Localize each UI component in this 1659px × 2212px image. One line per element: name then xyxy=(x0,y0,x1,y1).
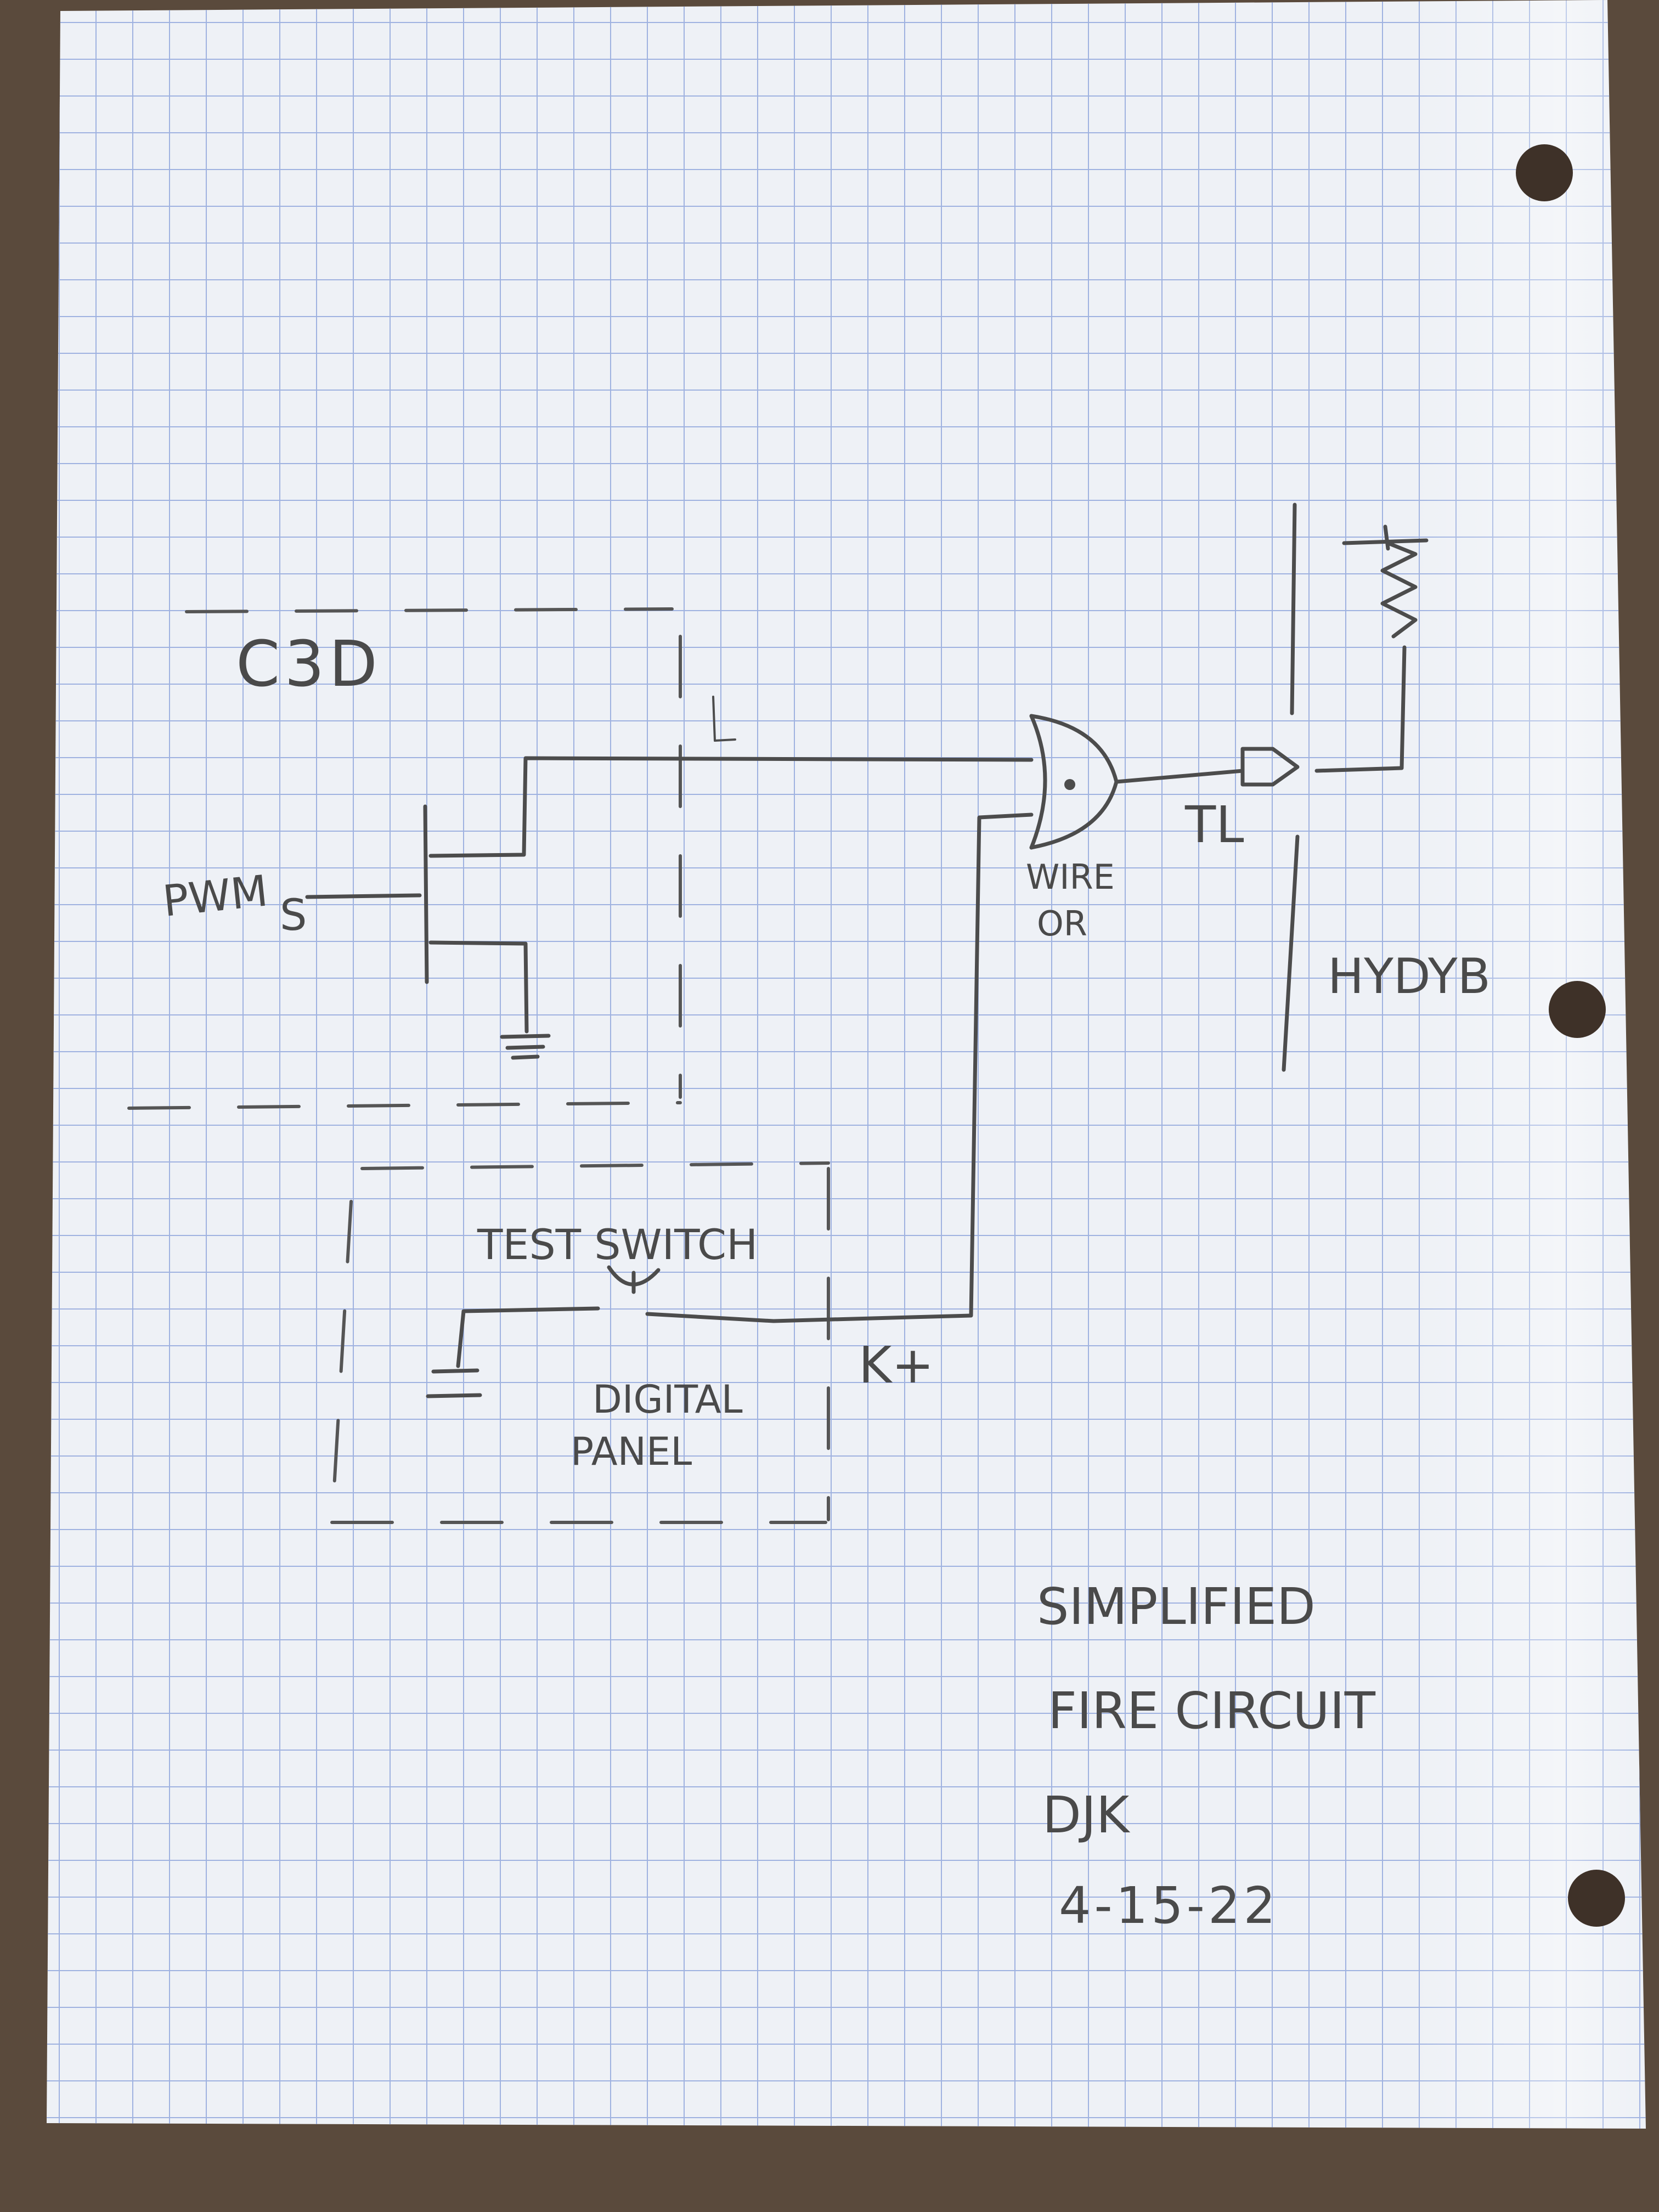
k-plus-label: K+ xyxy=(859,1336,934,1395)
pwm-label: PWM xyxy=(161,866,270,927)
tl-label: TL xyxy=(1184,795,1244,854)
c3d-label: C3D xyxy=(236,628,382,701)
title-line1: SIMPLIFIED xyxy=(1037,1577,1316,1636)
digital-label: DIGITAL xyxy=(592,1377,743,1422)
binder-hole-bottom xyxy=(1568,1870,1625,1927)
date-label: 4-15-22 xyxy=(1059,1876,1279,1935)
hydyb-device xyxy=(1282,503,1429,1072)
paper-sheet xyxy=(47,0,1646,2129)
c3d-dashed-boundary xyxy=(127,607,682,1110)
test-switch-label: TEST SWITCH xyxy=(477,1220,758,1269)
binder-hole-top xyxy=(1516,144,1573,201)
transistor-circuit xyxy=(305,696,1034,1060)
binder-hole-middle xyxy=(1549,981,1606,1038)
wired-or-label-line2: OR xyxy=(1037,904,1087,944)
s-label: S xyxy=(280,891,307,940)
k-plus-wire xyxy=(426,812,1034,1398)
hydyb-label: HYDYB xyxy=(1328,948,1491,1005)
digital-panel-dashed-boundary xyxy=(330,1161,830,1527)
tl-buffer xyxy=(1240,747,1300,787)
title-line2: FIRE CIRCUIT xyxy=(1048,1681,1376,1740)
wired-or-label-line1: WIRE xyxy=(1026,857,1115,897)
author-initials: DJK xyxy=(1042,1786,1131,1844)
wired-or-gate xyxy=(1029,714,1245,850)
panel-label: PANEL xyxy=(571,1429,692,1474)
